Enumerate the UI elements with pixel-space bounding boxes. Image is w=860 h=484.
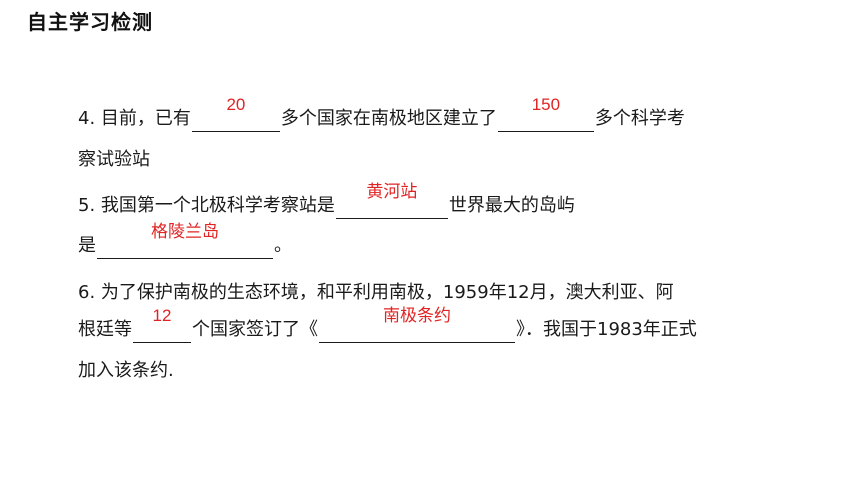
question-text: 根廷等 [78, 319, 132, 340]
answer-text: 黄河站 [366, 182, 418, 201]
question-4-line-1: 4. 目前，已有 20 多个国家在南极地区建立了 150 多个科学考 [78, 95, 685, 132]
question-text: 加入该条约. [78, 360, 174, 381]
question-4-line-2: 察试验站 [78, 147, 150, 173]
question-text: 。 [274, 235, 292, 256]
answer-text: 12 [152, 306, 172, 325]
answer-blank: 黄河站 [335, 182, 448, 219]
question-text: 6. 为了保护南极的生态环境，和平利用南极，1959年12月，澳大利亚、阿 [78, 282, 674, 303]
question-6-line-1: 6. 为了保护南极的生态环境，和平利用南极，1959年12月，澳大利亚、阿 [78, 280, 674, 306]
question-5-line-2: 是 格陵兰岛。 [78, 222, 292, 259]
answer-blank: 20 [191, 95, 280, 132]
answer-blank: 格陵兰岛 [97, 222, 273, 259]
question-text: 世界最大的岛屿 [448, 195, 575, 216]
answer-blank: 12 [133, 306, 191, 343]
question-text: 多个科学考 [594, 108, 685, 129]
question-text: 个国家签订了《 [192, 319, 318, 340]
question-6-line-3: 加入该条约. [78, 358, 174, 384]
question-text: 5. 我国第一个北极科学考察站是 [78, 195, 335, 216]
answer-blank: 150 [497, 95, 594, 132]
answer-text: 南极条约 [383, 306, 451, 325]
question-5-line-1: 5. 我国第一个北极科学考察站是 黄河站世界最大的岛屿 [78, 182, 575, 219]
page-title: 自主学习检测 [27, 10, 153, 34]
question-text: 》．我国于1983年正式 [516, 319, 697, 340]
answer-text: 20 [226, 95, 246, 114]
question-text: 是 [78, 235, 96, 256]
question-6-line-2: 根廷等 12 个国家签订了《 南极条约》．我国于1983年正式 [78, 306, 697, 343]
answer-text: 格陵兰岛 [151, 222, 219, 241]
answer-text: 150 [531, 95, 561, 114]
answer-blank: 南极条约 [319, 306, 515, 343]
question-text: 多个国家在南极地区建立了 [280, 108, 497, 129]
question-text: 4. 目前，已有 [78, 108, 191, 129]
question-text: 察试验站 [78, 149, 150, 170]
